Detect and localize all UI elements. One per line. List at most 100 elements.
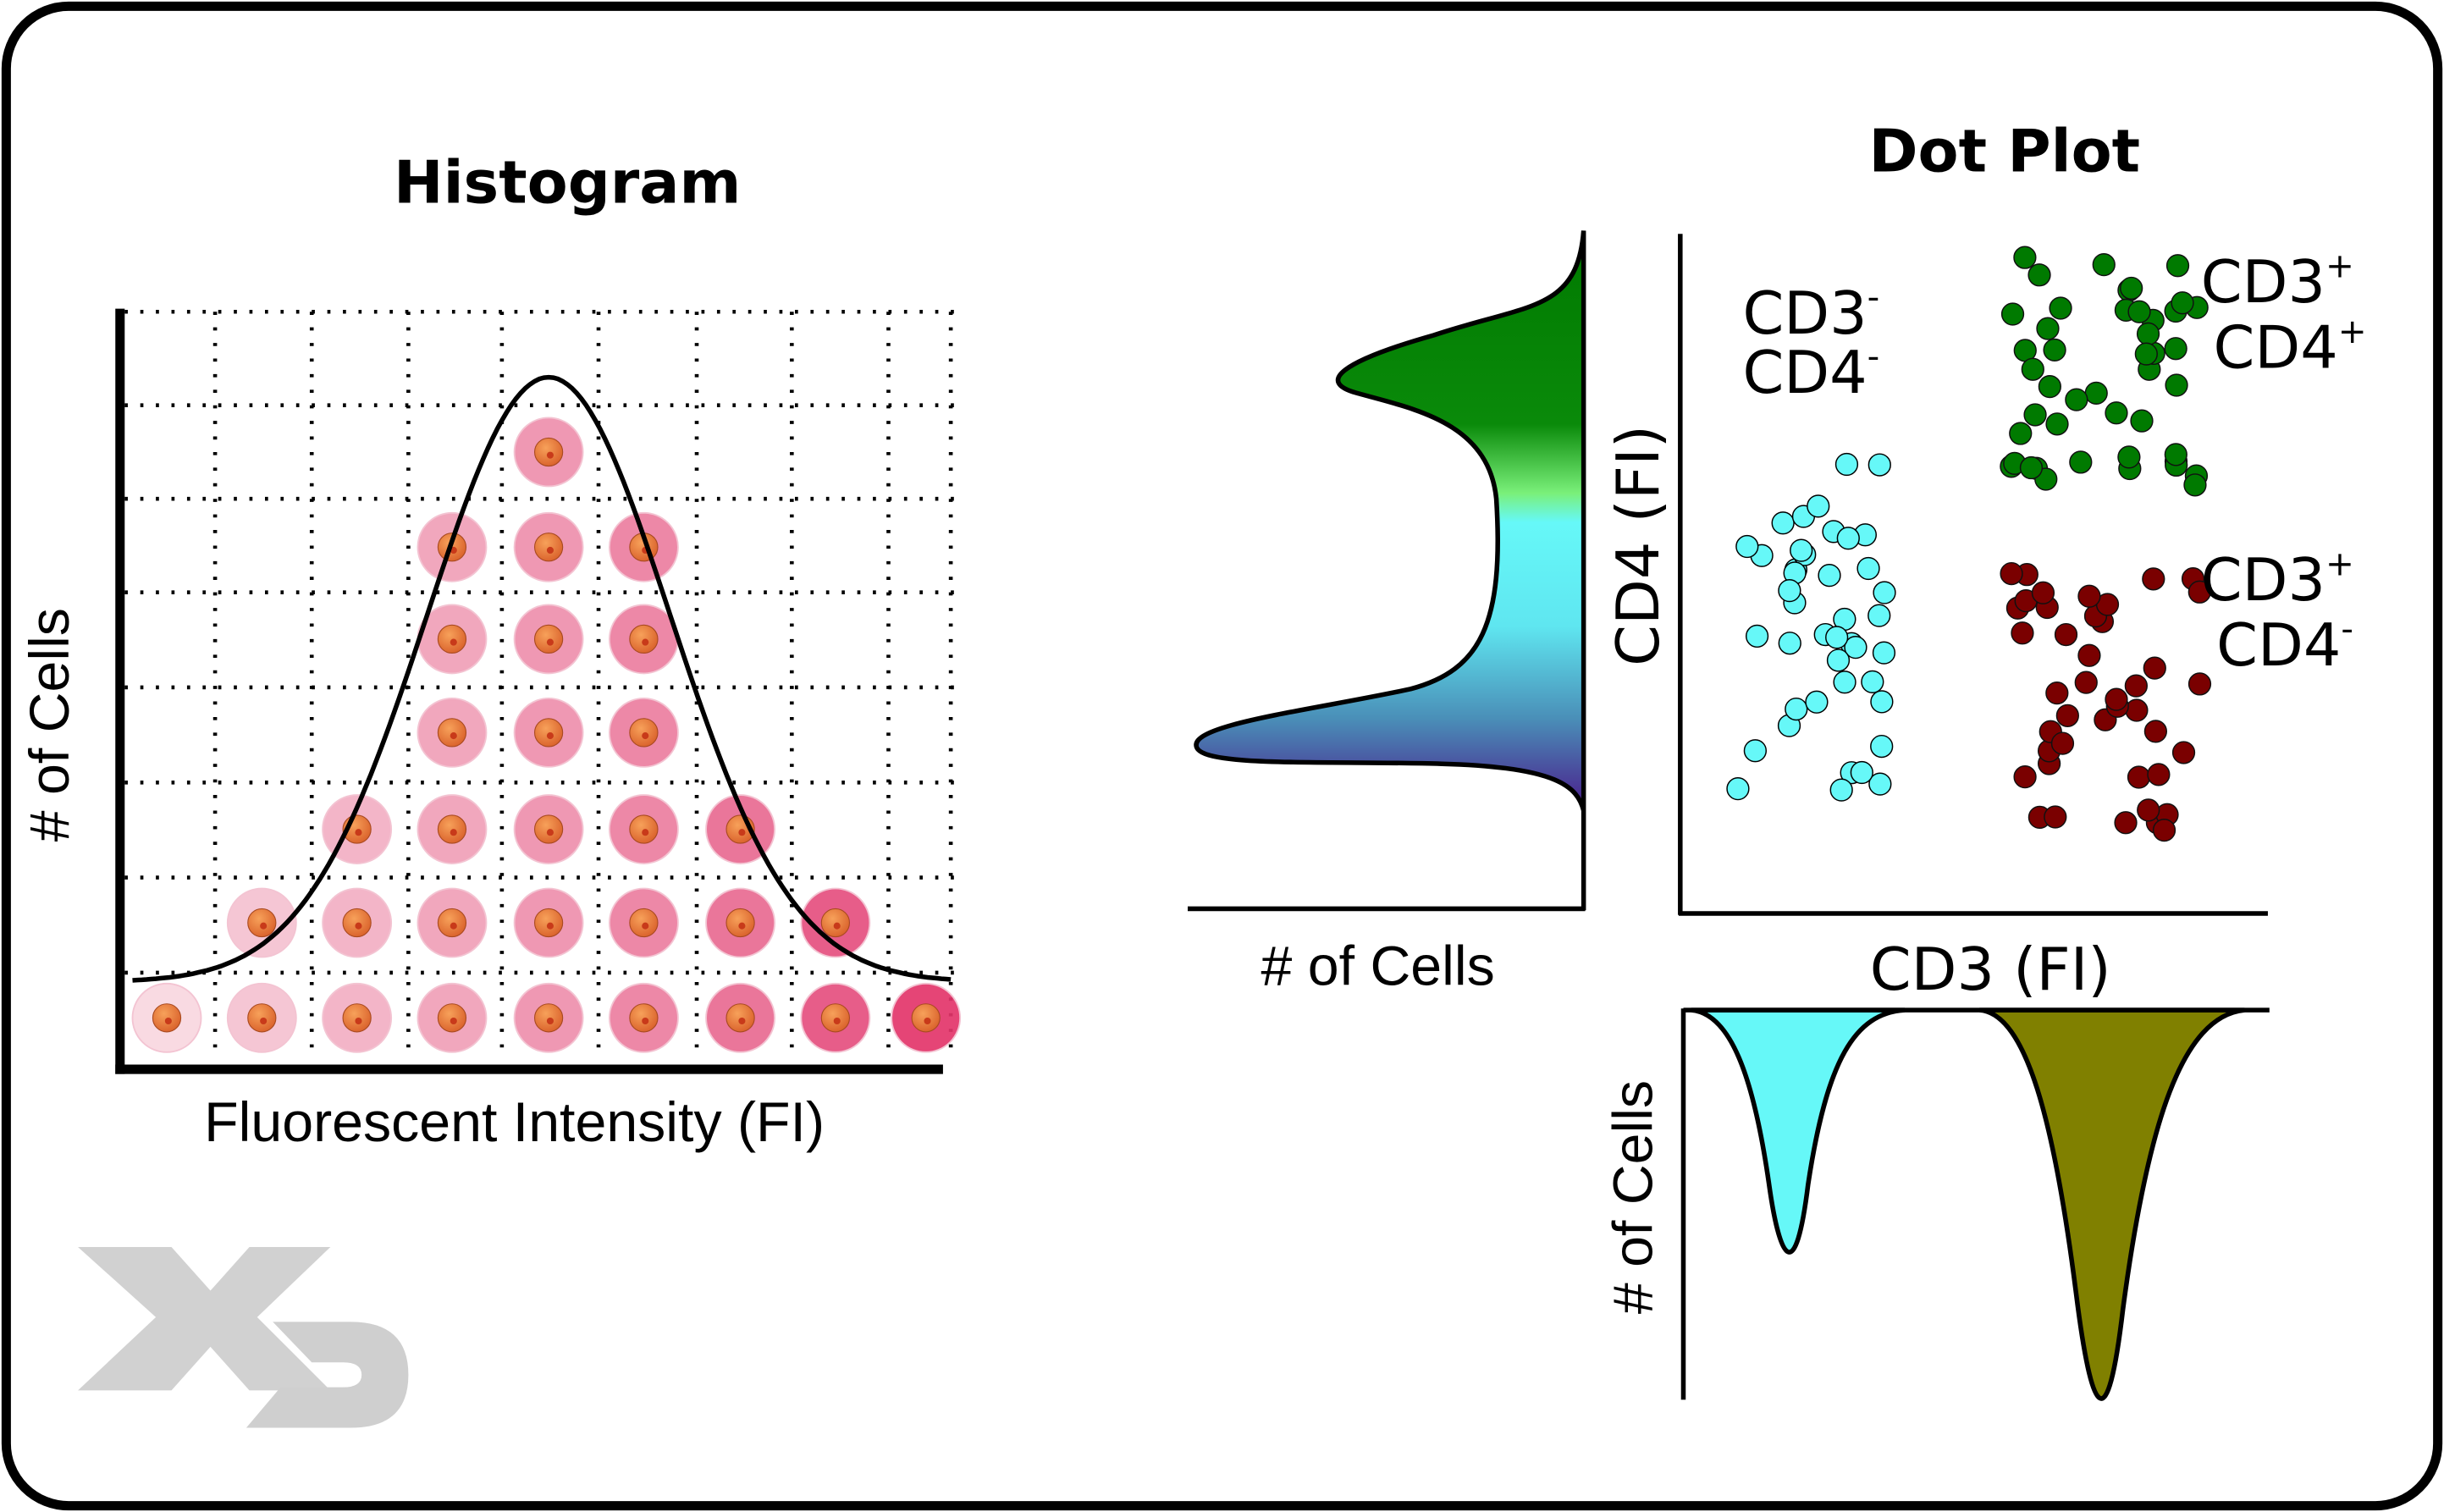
dot <box>2069 450 2093 474</box>
dot <box>2164 443 2187 466</box>
nucleus <box>533 1003 564 1033</box>
nucleus <box>247 908 277 938</box>
dot <box>1867 453 1891 477</box>
cell <box>513 604 584 675</box>
dot <box>2036 317 2060 340</box>
nucleus <box>437 814 467 844</box>
dot <box>2023 403 2047 427</box>
dot <box>2011 621 2034 645</box>
cell <box>322 887 393 958</box>
dot-plot-title: Dot Plot <box>1868 118 2140 186</box>
population-label-cd3neg-cd4neg: CD3- CD4- <box>1742 277 1879 407</box>
dot <box>2092 253 2116 277</box>
nucleus <box>533 908 564 938</box>
nucleus <box>437 1003 467 1033</box>
nucleus <box>725 908 755 938</box>
dot <box>1829 778 1853 802</box>
dot <box>2074 670 2098 694</box>
cell <box>800 982 871 1053</box>
cd4-histogram-fill <box>1194 230 1586 812</box>
histogram-grid <box>124 309 954 1061</box>
cell <box>131 982 202 1053</box>
cell <box>608 794 679 864</box>
dot <box>2136 322 2160 346</box>
dot <box>2187 580 2211 604</box>
population-label-cd3pos-cd4pos: CD3+ CD4+ <box>2201 246 2367 383</box>
dot-plot-x-label: CD3 (FI) <box>1870 935 2111 1004</box>
dot <box>2031 581 2055 604</box>
cd4-histogram-label: # of Cells <box>1261 935 1495 998</box>
cell <box>705 887 775 958</box>
cell <box>608 697 679 768</box>
nucleus <box>629 624 659 654</box>
dot <box>1807 494 1830 518</box>
cd3-negative-peak <box>1691 1007 1906 1255</box>
dot <box>2124 674 2148 698</box>
cell <box>608 887 679 958</box>
dot <box>2054 622 2078 647</box>
cell <box>891 982 962 1053</box>
dot <box>1778 632 1801 655</box>
dot <box>1870 690 1894 714</box>
dot <box>1844 636 1867 659</box>
nucleus <box>437 718 467 748</box>
dot <box>2027 263 2051 287</box>
dot <box>2165 373 2188 397</box>
nucleus <box>533 533 564 562</box>
dot <box>2055 704 2079 727</box>
dot <box>1834 452 1859 477</box>
dot <box>2105 687 2128 711</box>
dot <box>2152 819 2176 842</box>
nucleus <box>437 624 467 654</box>
cell <box>513 511 584 582</box>
cell <box>513 794 584 864</box>
histogram-panel: Histogram Fluorescent Intensity (FI) # o… <box>19 148 962 1154</box>
dot <box>2065 388 2088 411</box>
nucleus <box>152 1003 182 1033</box>
dot <box>1867 604 1891 627</box>
dot <box>2127 765 2151 789</box>
nucleus <box>437 908 467 938</box>
dot <box>2049 296 2072 320</box>
dot <box>2013 765 2037 789</box>
dot <box>1861 670 1884 693</box>
nucleus <box>342 1003 372 1033</box>
nucleus <box>629 814 659 844</box>
histogram-x-label: Fluorescent Intensity (FI) <box>204 1091 825 1154</box>
nucleus <box>342 908 372 938</box>
svg-text:CD3+: CD3+ <box>2201 246 2354 317</box>
cell <box>417 794 488 864</box>
dot <box>1826 648 1851 672</box>
cd3-positive-peak <box>1978 1007 2245 1401</box>
dot <box>2000 302 2025 326</box>
dot <box>2164 337 2187 361</box>
dot <box>2183 473 2207 497</box>
svg-text:CD3-: CD3- <box>1742 277 1879 348</box>
dot <box>2171 741 2196 764</box>
cell <box>226 887 297 958</box>
cell <box>608 982 679 1053</box>
bell-curve <box>132 374 952 983</box>
dot <box>1872 641 1896 665</box>
cell <box>417 982 488 1053</box>
dot <box>1743 739 1767 763</box>
cell <box>513 417 584 488</box>
dot <box>2013 246 2037 269</box>
dot <box>2084 381 2108 405</box>
dot <box>2050 731 2075 755</box>
dot <box>1818 563 1841 588</box>
dot <box>2045 681 2069 705</box>
dot <box>2137 798 2160 822</box>
cell <box>513 697 584 768</box>
cell <box>608 604 679 675</box>
dot <box>1790 538 1813 562</box>
dot <box>1836 527 1860 550</box>
dot <box>1850 760 1873 785</box>
nucleus <box>533 814 564 844</box>
dot <box>2165 254 2190 278</box>
dot <box>2117 445 2141 469</box>
cell <box>608 511 679 582</box>
dot <box>2147 763 2171 786</box>
dot <box>2143 656 2166 680</box>
nucleus <box>247 1003 277 1033</box>
